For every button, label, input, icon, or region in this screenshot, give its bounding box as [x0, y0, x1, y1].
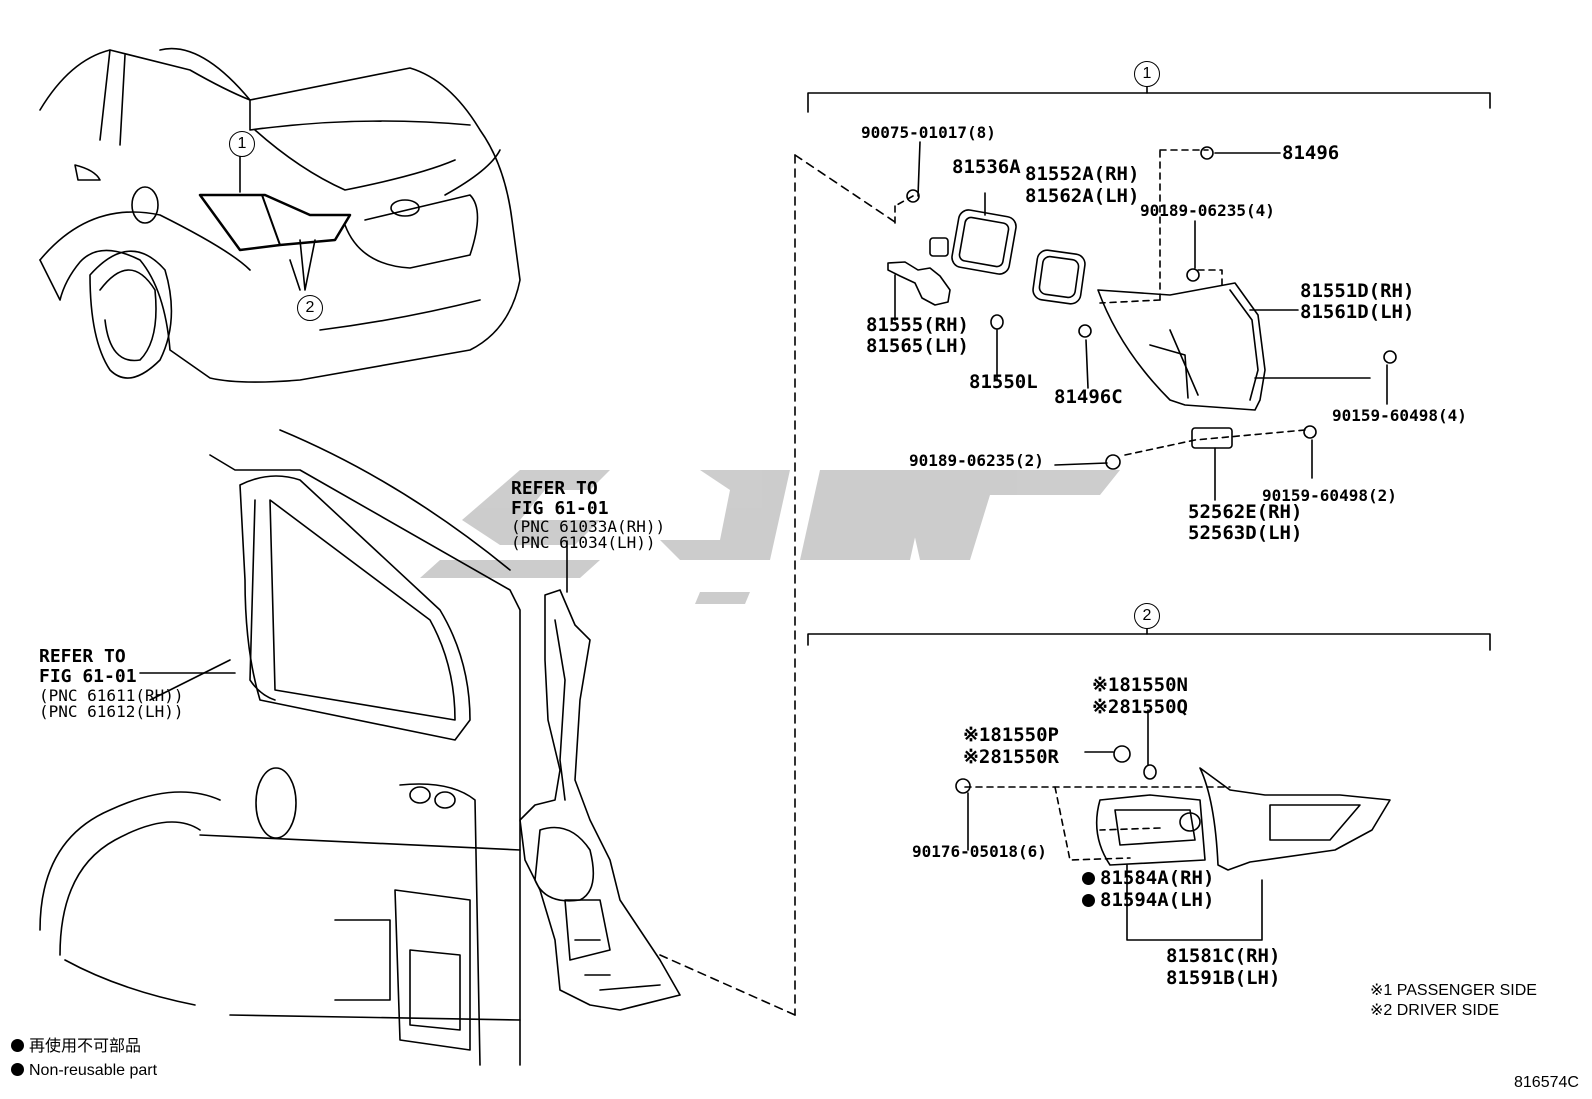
refer-leaders: [139, 540, 568, 674]
figure-id: 816574C: [1514, 1074, 1579, 1091]
part-81555-rh[interactable]: 81555(RH): [866, 314, 969, 336]
legend-jp: 再使用不可部品: [11, 1036, 141, 1058]
watermark-logo: [420, 470, 1120, 604]
part-81551D-rh[interactable]: 81551D(RH): [1300, 280, 1415, 302]
part-81561D-lh[interactable]: 81561D(LH): [1300, 301, 1415, 323]
legend-en-text: Non-reusable part: [29, 1062, 158, 1079]
refer-right-line1: REFER TO: [511, 478, 598, 499]
part-81550N[interactable]: ※181550N: [1092, 674, 1188, 696]
refer-right-line4: (PNC 61034(LH)): [511, 533, 656, 552]
part-90176-05018[interactable]: 90176-05018(6): [912, 842, 1047, 861]
note-passenger-side: ※1 PASSENGER SIDE: [1370, 982, 1537, 999]
part-81550R[interactable]: ※281550R: [963, 746, 1059, 768]
refer-left-line1: REFER TO: [39, 646, 126, 667]
refer-left-line2: FIG 61-01: [39, 666, 137, 687]
part-81550Q[interactable]: ※281550Q: [1092, 696, 1188, 718]
legend-dot: [11, 1063, 24, 1076]
part-81496[interactable]: 81496: [1282, 142, 1340, 164]
part-81550L[interactable]: 81550L: [969, 371, 1038, 393]
callout-2-section: 2: [1134, 603, 1160, 629]
quarter-panel: [39, 429, 521, 1066]
part-90075-01017[interactable]: 90075-01017(8): [861, 123, 996, 142]
legend-jp-text: 再使用不可部品: [29, 1038, 142, 1055]
legend-en: Non-reusable part: [11, 1060, 157, 1082]
section1-frame: [659, 81, 1491, 1016]
callout-1-section: 1: [1134, 61, 1160, 87]
section2-parts: [955, 709, 1391, 941]
part-81591B-lh[interactable]: 81591B(LH): [1166, 967, 1281, 989]
part-81581C-rh[interactable]: 81581C(RH): [1166, 945, 1281, 967]
refer-right-line2: FIG 61-01: [511, 498, 609, 519]
part-90159-60498-2[interactable]: 90159-60498(2): [1262, 486, 1397, 505]
vehicle-rear-view: [39, 47, 521, 383]
part-81594A-lh[interactable]: 81594A(LH): [1082, 890, 1214, 911]
part-81496C[interactable]: 81496C: [1054, 386, 1123, 408]
refer-left-line4: (PNC 61612(LH)): [39, 702, 184, 721]
section1-leaders: [894, 141, 1388, 501]
part-81550P[interactable]: ※181550P: [963, 724, 1059, 746]
callout-1-vehicle: 1: [229, 131, 255, 157]
part-81594A-label: 81594A(LH): [1100, 889, 1215, 911]
part-90189-06235-2[interactable]: 90189-06235(2): [909, 451, 1044, 470]
inner-pillar: [519, 589, 681, 1011]
note-driver-side: ※2 DRIVER SIDE: [1370, 1002, 1499, 1019]
legend-dot: [11, 1039, 24, 1052]
part-81536A[interactable]: 81536A: [952, 156, 1021, 178]
non-reusable-dot: [1082, 872, 1095, 885]
part-90189-06235-4[interactable]: 90189-06235(4): [1140, 201, 1275, 220]
part-52563D-lh[interactable]: 52563D(LH): [1188, 522, 1303, 544]
part-52562E-rh[interactable]: 52562E(RH): [1188, 501, 1303, 523]
part-81584A-rh[interactable]: 81584A(RH): [1082, 868, 1214, 889]
non-reusable-dot: [1082, 894, 1095, 907]
callout-2-vehicle: 2: [297, 295, 323, 321]
part-81562A-lh[interactable]: 81562A(LH): [1025, 185, 1140, 207]
part-81552A-rh[interactable]: 81552A(RH): [1025, 163, 1140, 185]
part-90159-60498-4[interactable]: 90159-60498(4): [1332, 406, 1467, 425]
refer-left-line3: (PNC 61611(RH)): [39, 686, 184, 705]
part-81565-lh[interactable]: 81565(LH): [866, 335, 969, 357]
part-81584A-label: 81584A(RH): [1100, 867, 1215, 889]
refer-right-line3: (PNC 61033A(RH)): [511, 517, 666, 536]
